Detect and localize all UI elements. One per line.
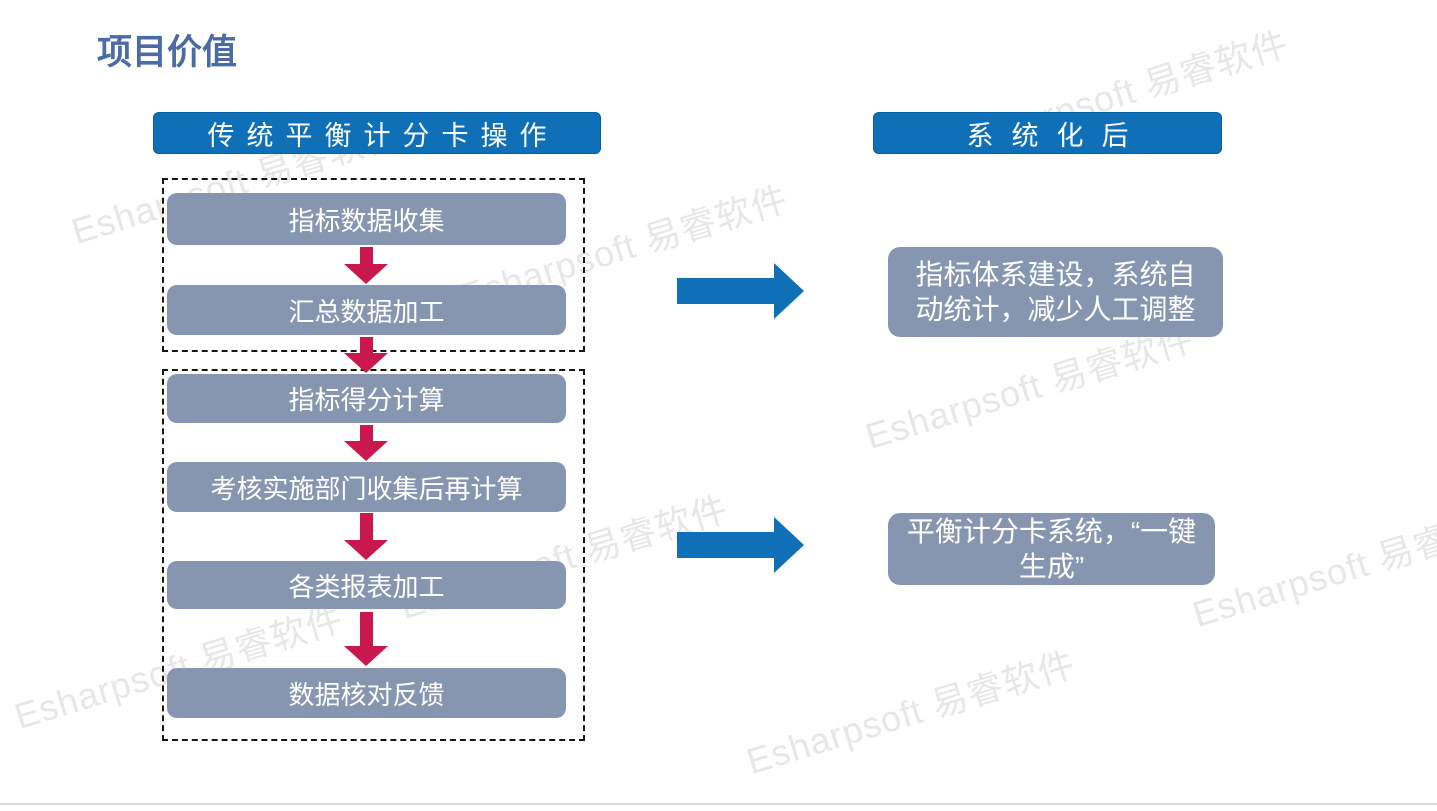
header-traditional-bsc: 传统平衡计分卡操作 [153, 112, 601, 154]
down-arrow-icon [344, 612, 388, 666]
flow-step-report-processing: 各类报表加工 [167, 561, 566, 609]
page-title: 项目价值 [97, 33, 238, 72]
header-systemized: 系统化后 [873, 112, 1222, 154]
right-arrow-icon [677, 263, 804, 319]
down-arrow-icon [344, 425, 388, 461]
result-box-indicator-system: 指标体系建设，系统自动统计，减少人工调整 [888, 247, 1223, 337]
dashed-group-frame-1 [162, 178, 585, 352]
down-arrow-icon [344, 337, 388, 373]
watermark: Esharpsoft 易睿软件 [1187, 496, 1437, 635]
down-arrow-icon [344, 513, 388, 560]
flow-step-dept-recalculation: 考核实施部门收集后再计算 [167, 462, 566, 512]
flow-step-aggregate-data: 汇总数据加工 [167, 285, 566, 335]
flow-step-collect-data: 指标数据收集 [167, 193, 566, 245]
footer-divider [0, 803, 1437, 805]
down-arrow-icon [344, 247, 388, 284]
flow-step-score-calculation: 指标得分计算 [167, 374, 566, 423]
flow-step-data-check-feedback: 数据核对反馈 [167, 668, 566, 718]
watermark: Esharpsoft 易睿软件 [741, 643, 1080, 782]
result-box-one-click: 平衡计分卡系统，“一键生成” [888, 513, 1215, 585]
right-arrow-icon [677, 517, 804, 573]
